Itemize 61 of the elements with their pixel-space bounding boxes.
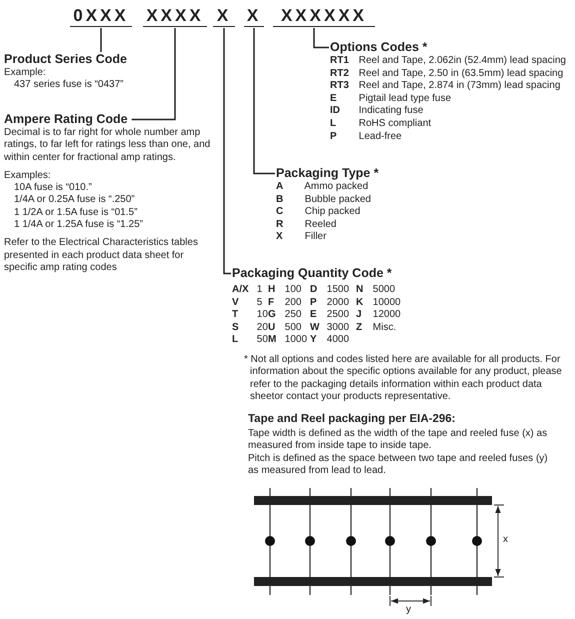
quantity-code-entry: T 10 [232,309,268,322]
quantity-code-entry: S 20 [232,322,268,334]
quantity-code-entry: U 500 [268,322,302,334]
code-entry: RT1 Reel and Tape, 2.062in (52.4mm) lead spacing [330,55,566,68]
section-heading: Product Series Code [4,52,127,67]
leader-line [313,28,329,48]
quantity-code-entry: V 5 [232,296,262,310]
part-number-segment: 0XXX [70,6,132,27]
quantity-code-entry: N 5000 [356,284,396,297]
leader-line [253,28,275,174]
quantity-code-entry: P 2000 [310,296,350,310]
quantity-code-entry: A/X 1 [232,284,262,297]
section-heading: Packaging Type * [276,166,379,181]
part-number-segment: X [213,6,235,27]
code-entry: RT2 Reel and Tape, 2.50 in (63.5mm) lead spacing [330,68,564,80]
description-text: 10A fuse is “010.” [14,182,93,194]
quantity-code-entry: D 1500 [310,284,350,297]
section-heading: Options Codes * [330,40,428,55]
quantity-code-entry: L 50 [232,334,268,347]
code-entry: B Bubble packed [276,194,371,206]
section-heading: Ampere Rating Code [4,112,128,127]
dimension-label: y [406,604,411,616]
quantity-code-entry: W 3000 [310,322,350,334]
code-entry: P Lead-free [330,130,402,144]
code-entry: ID Indicating fuse [330,105,424,118]
description-text: Refer to the Electrical Characteristics tables presented in each product data sheet for specific amp rating codes [4,237,199,274]
description-text: Example: [4,67,47,80]
quantity-code-entry: H 100 [268,284,302,297]
code-entry: E Pigtail lead type fuse [330,92,452,106]
leader-line [223,28,231,274]
leader-line [100,28,102,52]
part-number-segment: X [244,6,264,27]
description-text: Tape width is defined as the width of the tape and reeled fuse (x) as measured from inside tape to inside tape. [248,428,548,453]
description-text: Pitch is defined as the space between two tape and reeled fuses (y) as measured from lead to lead. [248,453,548,478]
quantity-code-entry: M 1000 [268,334,308,347]
leader-line [132,28,176,120]
quantity-code-entry: G 250 [268,309,302,322]
code-entry: C Chip packed [276,206,360,219]
quantity-code-entry: K 10000 [356,296,401,310]
part-number-segment: XXXXXX [273,6,375,27]
description-text: 1 1/2A or 1.5A fuse is “01.5” [14,206,138,220]
quantity-code-entry: F 200 [268,296,302,310]
dimension-label: x [503,534,508,546]
section-heading: Packaging Quantity Code * [232,266,392,281]
footnote: * Not all options and codes listed here are available for all products. For information about the specific options available for any product, please refer to the packaging details information within each product data sheetor contact your products representative. [244,354,563,404]
description-text: Decimal is to far right for whole number amp ratings, to far left for ratings less than one, and within center for fractional amp ratings. [4,127,212,164]
part-number-segment: XXXX [143,6,207,27]
code-entry: L RoHS compliant [330,118,432,131]
quantity-code-entry: Y 4000 [310,334,350,347]
description-text: 1/4A or 0.25A fuse is “.250” [14,194,136,207]
description-text: 1 1/4A or 1.25A fuse is “1.25” [14,219,144,232]
code-entry: R Reeled [276,218,336,232]
description-text: 437 series fuse is “0437” [14,79,125,92]
code-entry: X Filler [276,231,326,244]
code-entry: A Ammo packed [276,181,368,194]
description-text: Examples: [4,170,52,182]
quantity-code-entry: E 2500 [310,309,350,322]
code-entry: RT3 Reel and Tape, 2.874 in (73mm) lead spacing [330,80,560,93]
quantity-code-entry: J 12000 [356,309,401,322]
section-heading: Tape and Reel packaging per EIA-296: [248,412,456,427]
quantity-code-entry: Z Misc. [356,322,396,334]
